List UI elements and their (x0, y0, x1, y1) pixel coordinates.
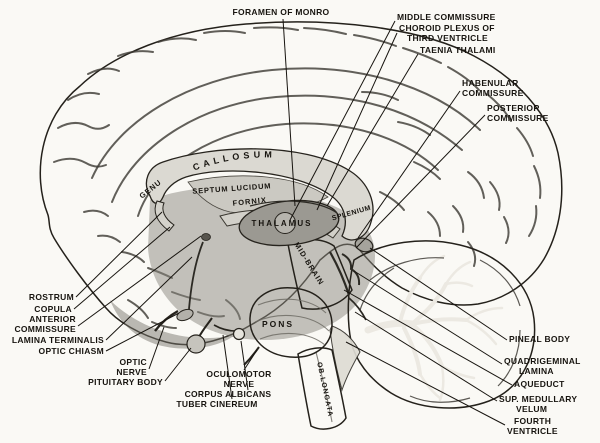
label-text: CHOROID PLEXUS OF (399, 23, 495, 33)
optic-chiasm-shape (176, 308, 194, 322)
leader-optic-nerve (148, 326, 165, 370)
label-optic-nerve: OPTIC NERVE (116, 326, 165, 377)
label-text: PITUITARY BODY (88, 377, 163, 387)
pituitary-body-shape (186, 334, 206, 354)
label-pituitary-body: PITUITARY BODY (88, 347, 192, 387)
label-quadrigeminal-lamina: QUADRIGEMINAL LAMINA (353, 270, 581, 376)
corpus-albicans-shape (232, 327, 246, 341)
label-lamina-terminalis: LAMINA TERMINALIS (12, 256, 193, 345)
label-foramen-of-monro: FORAMEN OF MONRO (233, 7, 330, 207)
label-taenia-thalami: TAENIA THALAMI (326, 45, 496, 207)
label-text: TAENIA THALAMI (420, 45, 496, 55)
leader-foramen-of-monro (282, 18, 296, 207)
temporal-shading (110, 300, 235, 349)
medulla-shape (297, 347, 347, 430)
label-text: COMMISSURE (14, 324, 76, 334)
label-tuber-cinereum: TUBER CINEREUM (176, 334, 257, 409)
leader-lamina-terminalis (105, 256, 193, 341)
label-sup-medullary-velum: SUP. MEDULLARY VELUM (354, 311, 577, 414)
label-text: FORAMEN OF MONRO (233, 7, 330, 17)
label-copula: COPULA (34, 226, 171, 314)
label-text: OCULOMOTOR (206, 369, 271, 379)
leader-middle-commissure (289, 20, 396, 221)
rostrum-shape (154, 200, 175, 232)
leader-aqueduct (343, 289, 513, 386)
label-aqueduct: AQUEDUCT (343, 289, 565, 389)
leader-oculomotor-nerve (243, 349, 258, 371)
label-text: VELUM (516, 404, 547, 414)
anterior-commissure-shape (201, 233, 211, 241)
fourth-ventricle-shape (329, 325, 361, 392)
middle-commissure-shape (274, 212, 296, 234)
lamina-terminalis-line (188, 241, 204, 310)
label-text: COPULA (34, 304, 72, 314)
leader-optic-chiasm (105, 312, 180, 352)
label-optic-chiasm: OPTIC CHIASM (39, 312, 180, 356)
midbrain-shape (287, 239, 353, 310)
label-text: COMMISSURE (487, 113, 549, 123)
label-choroid-plexus: CHOROID PLEXUS OF THIRD VENTRICLE (316, 23, 495, 211)
leader-copula (73, 226, 171, 310)
label-text: PINEAL BODY (509, 334, 570, 344)
label-oculomotor-nerve: OCULOMOTOR NERVE (206, 349, 271, 389)
label-text: QUADRIGEMINAL (504, 356, 581, 366)
aqueduct-line (329, 251, 351, 296)
leader-rostrum (75, 211, 163, 298)
leader-posterior-commissure (355, 114, 486, 249)
pons-shape (249, 287, 333, 358)
label-text: FOURTH (514, 416, 551, 426)
leader-choroid-plexus (316, 32, 398, 211)
pineal-body-shape (354, 237, 374, 253)
label-habenular-commissure: HABENULAR COMMISSURE (357, 78, 524, 239)
leader-habenular-commissure (357, 90, 461, 239)
corpus-callosum-shape (145, 148, 374, 241)
leader-corpus-albicans (240, 340, 249, 391)
label-text: OPTIC (120, 357, 147, 367)
label-pineal-body: PINEAL BODY (369, 247, 570, 344)
label-text: CORPUS ALBICANS (185, 389, 272, 399)
label-text: OPTIC CHIASM (39, 346, 104, 356)
label-middle-commissure: MIDDLE COMMISSURE (289, 12, 496, 221)
label-anterior-commissure: ANTERIOR COMMISSURE (14, 235, 202, 334)
structure-label-fornix: FORNIX (232, 195, 267, 208)
quadrigeminal-lamina-shape (341, 253, 361, 286)
label-fourth-ventricle: FOURTH VENTRICLE (345, 341, 558, 436)
label-text: VENTRICLE (507, 426, 558, 436)
medulla-fiber (315, 351, 333, 423)
label-text: THIRD VENTRICLE (407, 33, 488, 43)
label-text: ANTERIOR (29, 314, 76, 324)
structure-label-thalamus: THALAMUS (252, 219, 313, 228)
label-posterior-commissure: POSTERIOR COMMISSURE (355, 103, 549, 249)
leader-fourth-ventricle (345, 341, 506, 426)
label-text: ROSTRUM (29, 292, 74, 302)
label-text: LAMINA TERMINALIS (12, 335, 104, 345)
label-text: NERVE (116, 367, 147, 377)
label-text: NERVE (224, 379, 255, 389)
leader-sup-medullary-velum (354, 311, 498, 402)
label-text: COMMISSURE (462, 88, 524, 98)
label-corpus-albicans: CORPUS ALBICANS (185, 340, 272, 399)
leader-taenia-thalami (326, 53, 419, 207)
label-text: AQUEDUCT (514, 379, 565, 389)
label-text: TUBER CINEREUM (176, 399, 257, 409)
leader-pituitary-body (164, 347, 192, 382)
label-text: MIDDLE COMMISSURE (397, 12, 496, 22)
pons-fibers (254, 298, 330, 346)
label-text: HABENULAR (462, 78, 519, 88)
leader-quadrigeminal-lamina (353, 270, 503, 365)
leader-pineal-body (369, 247, 508, 341)
label-rostrum: ROSTRUM (29, 211, 163, 302)
leader-anterior-commissure (77, 235, 202, 327)
oculomotor-nerve-line (243, 346, 260, 366)
cerebellum-folia (359, 257, 521, 403)
label-text: POSTERIOR (487, 103, 540, 113)
label-text: SUP. MEDULLARY (499, 394, 577, 404)
label-text: LAMINA (519, 366, 554, 376)
arbor-vitae (364, 254, 504, 402)
structure-label-pons: PONS (262, 319, 294, 329)
leader-tuber-cinereum (222, 334, 233, 400)
